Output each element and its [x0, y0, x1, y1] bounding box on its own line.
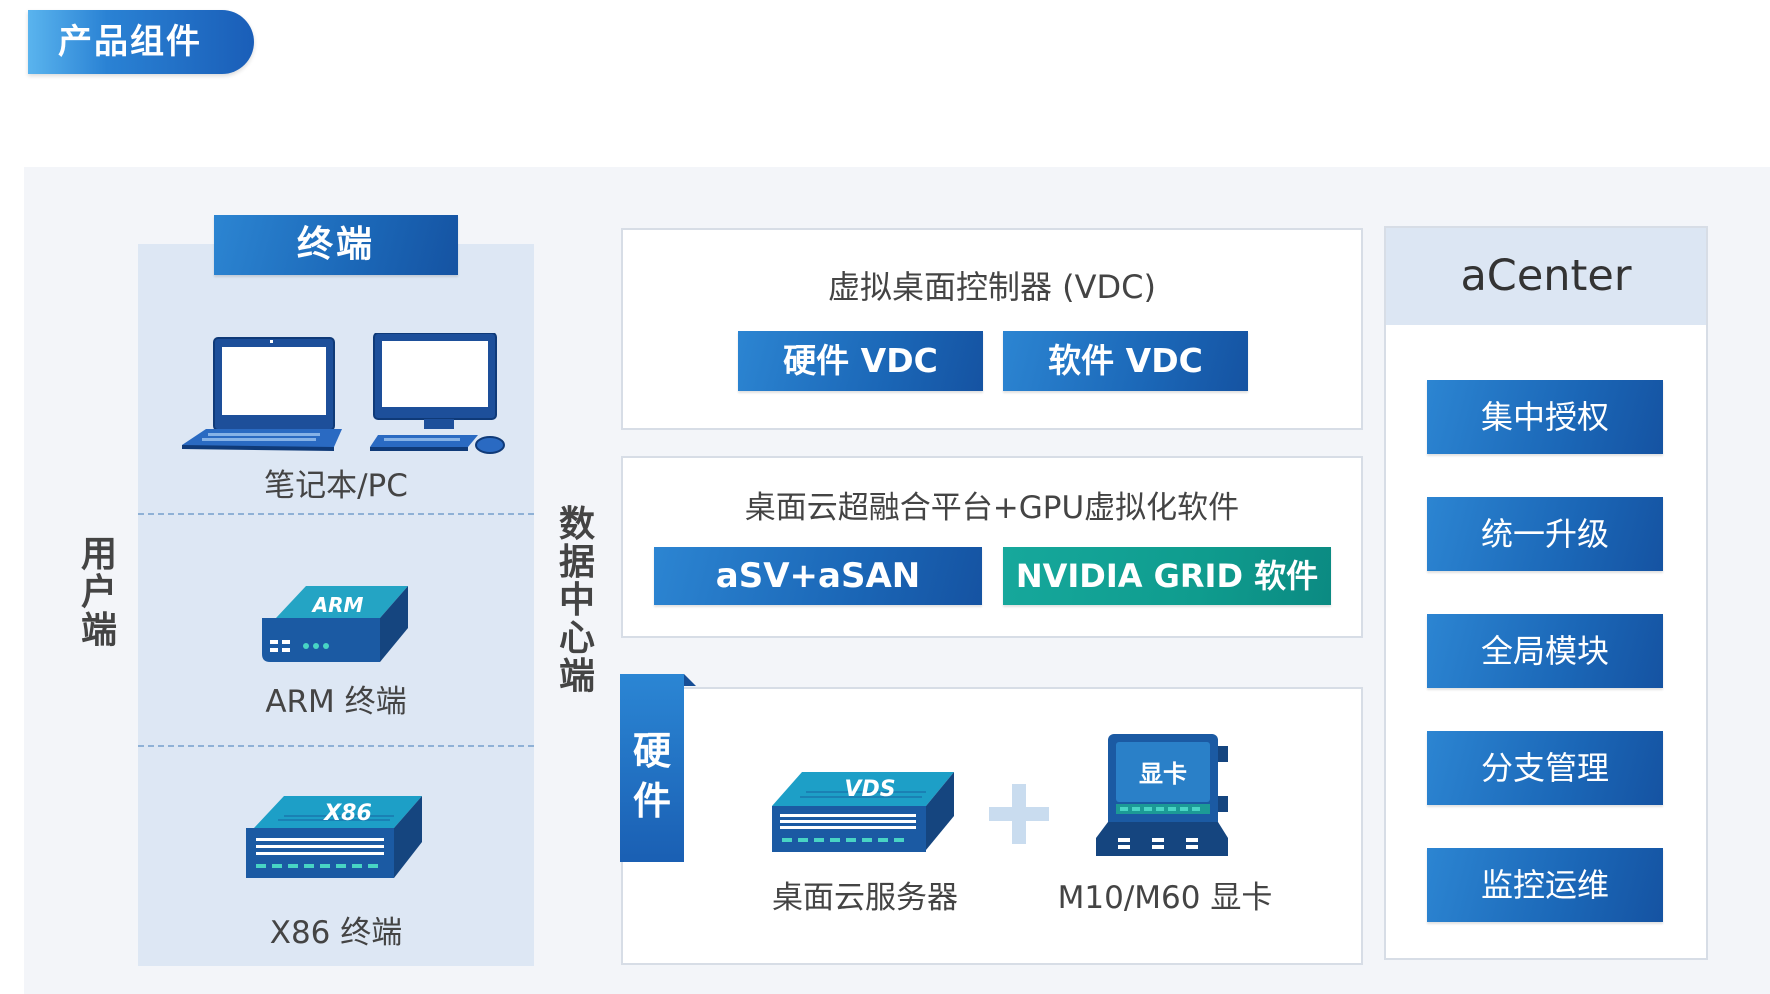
asv-asan-block: aSV+aSAN: [654, 547, 982, 605]
vdc-title: 虚拟桌面控制器 (VDC): [827, 268, 1157, 306]
acenter-item: 监控运维: [1427, 848, 1663, 922]
gpu-label: M10/M60 显卡: [1057, 880, 1273, 916]
nvidia-grid-block: NVIDIA GRID 软件: [1003, 547, 1331, 605]
acenter-item: 全局模块: [1427, 614, 1663, 688]
divider: [138, 513, 534, 515]
vds-server-icon: VDS: [772, 772, 954, 852]
plus-icon: [989, 784, 1049, 844]
acenter-item: 分支管理: [1427, 731, 1663, 805]
vds-badge: VDS: [844, 777, 895, 802]
device-label-x86: X86 终端: [269, 915, 403, 951]
vdc-box: [621, 228, 1363, 430]
software-vdc: 软件 VDC: [1003, 331, 1248, 391]
acenter-header: [1386, 228, 1706, 325]
hardware-tag: 硬件: [620, 674, 684, 862]
gpu-badge: 显卡: [1139, 760, 1187, 788]
device-label-arm: ARM 终端: [265, 684, 407, 720]
acenter-box: [1384, 226, 1708, 960]
hardware-vdc: 硬件 VDC: [738, 331, 983, 391]
gpu-card-icon: 显卡: [1096, 734, 1228, 856]
server-label: 桌面云服务器: [772, 880, 958, 916]
user-side-label: 用户端: [80, 534, 117, 651]
arm-badge: ARM: [311, 593, 364, 617]
arm-box-icon: ARM: [262, 586, 408, 662]
platform-title: 桌面云超融合平台+GPU虚拟化软件: [744, 490, 1240, 526]
hardware-tag-fold: [684, 674, 696, 686]
device-label-pc: 笔记本/PC: [264, 468, 408, 504]
terminal-title: 终端: [214, 215, 458, 275]
acenter-item: 统一升级: [1427, 497, 1663, 571]
acenter-title: aCenter: [1460, 251, 1632, 301]
x86-box-icon: X86: [246, 796, 422, 878]
section-title: 产品组件: [28, 10, 254, 74]
x86-badge: X86: [322, 801, 372, 826]
divider: [138, 745, 534, 747]
hardware-box: [621, 687, 1363, 965]
datacenter-label: 数据中心端: [558, 504, 595, 697]
acenter-item: 集中授权: [1427, 380, 1663, 454]
laptop-desktop-icon: [182, 333, 505, 454]
